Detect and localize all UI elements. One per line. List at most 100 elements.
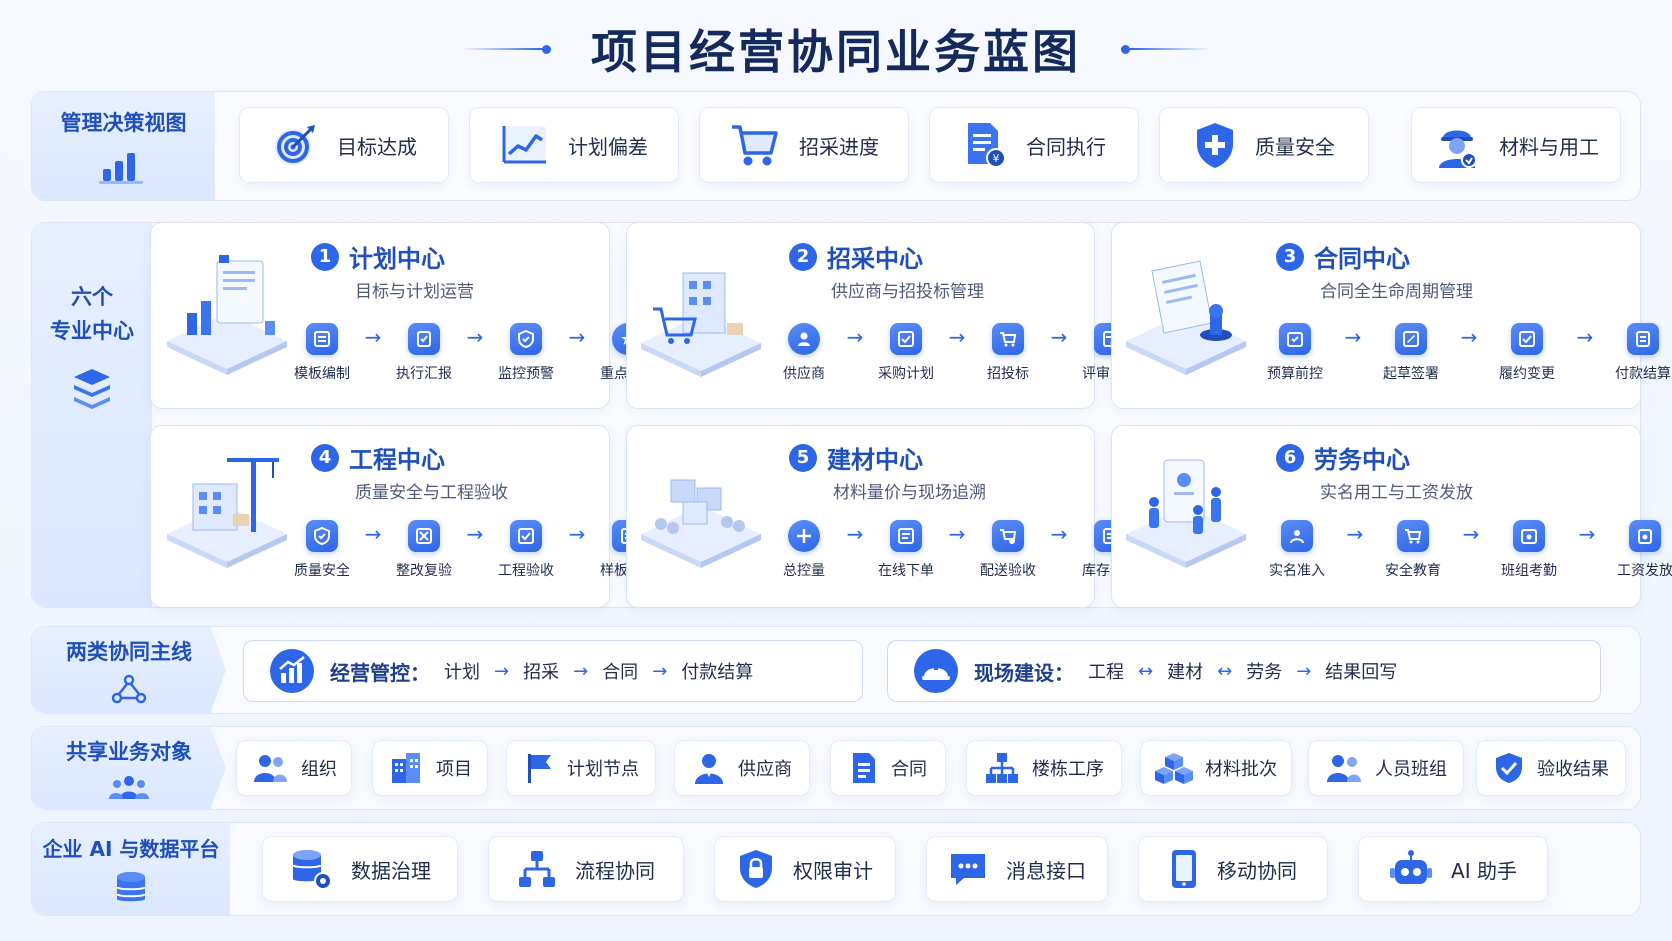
target-icon (271, 121, 319, 169)
shared-item-plan-node[interactable]: 计划节点 (506, 740, 656, 796)
shared-item-project[interactable]: 项目 (372, 740, 488, 796)
mainline-business[interactable]: 经营管控： 计划 → 招采 → 合同 → 付款结算 (243, 640, 863, 702)
platform-item-message-api[interactable]: 消息接口 (926, 836, 1108, 902)
flow-step[interactable]: 总控量 (767, 520, 841, 580)
flow-arrow: → (1578, 522, 1596, 546)
building-icon (388, 751, 424, 785)
flow-step-label: 起草签署 (1383, 366, 1439, 382)
center-card-engineering[interactable]: 4 工程中心 质量安全与工程验收 质量安全 → 整改复验 → 工程验收 → 样板… (150, 425, 656, 608)
robot-icon (1389, 849, 1433, 889)
contract-illustration (1116, 251, 1256, 385)
centers-label-line2: 专业中心 (50, 319, 134, 343)
procurement-card-head: 2 招采中心 (789, 239, 923, 274)
shared-item-supplier[interactable]: 供应商 (674, 740, 810, 796)
growth-chart-icon (268, 647, 316, 695)
shared-item-org[interactable]: 组织 (236, 740, 352, 796)
platform-item-workflow[interactable]: 流程协同 (488, 836, 684, 902)
bar-chart-icon (97, 145, 151, 185)
flow-step-label: 班组考勤 (1501, 563, 1557, 579)
mgmt-tile-material-labor[interactable]: 材料与用工 (1411, 107, 1621, 183)
flow-arrow: → (364, 325, 382, 349)
flow-step-label: 执行汇报 (396, 366, 452, 382)
platform-item-mobile[interactable]: 移动协同 (1138, 836, 1328, 902)
mgmt-row-label: 管理决策视图 (32, 92, 215, 200)
lock-shield-icon (737, 848, 775, 890)
flow-arrow: → (364, 522, 382, 546)
hierarchy-icon (984, 751, 1020, 785)
flag-icon (523, 751, 555, 785)
mgmt-tile-plan-deviation[interactable]: 计划偏差 (469, 107, 679, 183)
flow-arrow: → (466, 325, 484, 349)
center-card-procurement[interactable]: 2 招采中心 供应商与招投标管理 供应商 → 采购计划 → 招投标 → 评审定标 (626, 222, 1138, 409)
shared-item-building-process[interactable]: 楼栋工序 (966, 740, 1122, 796)
mainline-arrow: → (573, 660, 589, 682)
flow-step[interactable]: 整改复验 (387, 520, 461, 580)
mgmt-row: 管理决策视图 目标达成 计划偏差 招采进度 ¥ 合同执行 质量安全 材料与用工 (31, 91, 1641, 201)
center-title: 计划中心 (349, 245, 445, 273)
shared-item-acceptance[interactable]: 验收结果 (1476, 740, 1626, 796)
flow-step-label: 总控量 (783, 563, 825, 579)
mainline-node: 付款结算 (681, 662, 754, 683)
flow-step[interactable]: 安全教育 (1372, 520, 1454, 580)
mgmt-tile-label: 计划偏差 (568, 134, 648, 159)
shared-row-label: 共享业务对象 (32, 727, 226, 809)
platform-item-label: AI 助手 (1451, 858, 1517, 883)
center-subtitle: 供应商与招投标管理 (831, 282, 984, 302)
flow-step-label: 实名准入 (1269, 563, 1325, 579)
flow-step[interactable]: 付款结算 (1602, 323, 1672, 383)
flow-step[interactable]: 实名准入 (1256, 520, 1338, 580)
flow-step[interactable]: 履约变更 (1486, 323, 1568, 383)
flow-arrow: → (1460, 325, 1478, 349)
flow-step[interactable]: 工资发放 (1604, 520, 1672, 580)
wage-icon (1629, 520, 1661, 552)
procurement-flow: 供应商 → 采购计划 → 招投标 → 评审定标 (767, 323, 1147, 383)
flow-step[interactable]: 起草签署 (1370, 323, 1452, 383)
shared-item-contract[interactable]: 合同 (830, 740, 946, 796)
flow-step[interactable]: 采购计划 (869, 323, 943, 383)
shared-item-material-batch[interactable]: 材料批次 (1140, 740, 1292, 796)
flow-step[interactable]: 质量安全 (285, 520, 359, 580)
flow-step[interactable]: 班组考勤 (1488, 520, 1570, 580)
flow-step[interactable]: 模板编制 (285, 323, 359, 383)
flow-arrow: → (1576, 325, 1594, 349)
flow-step-label: 工程验收 (498, 563, 554, 579)
platform-item-permission-audit[interactable]: 权限审计 (714, 836, 896, 902)
mgmt-tile-label: 目标达成 (337, 134, 417, 159)
flow-step-label: 采购计划 (878, 366, 934, 382)
mgmt-tile-procurement[interactable]: 招采进度 (699, 107, 909, 183)
center-number-badge: 2 (789, 242, 817, 271)
flow-step-label: 在线下单 (878, 563, 934, 579)
center-card-labor[interactable]: 6 劳务中心 实名用工与工资发放 实名准入 → 安全教育 → 班组考勤 → 工资… (1111, 425, 1672, 608)
shared-item-team[interactable]: 人员班组 (1308, 740, 1464, 796)
mainline-site[interactable]: 现场建设： 工程 ↔ 建材 ↔ 劳务 → 结果回写 (887, 640, 1601, 702)
cart-icon (992, 323, 1024, 355)
mainline-node: 招采 (523, 662, 560, 683)
flow-step-label: 付款结算 (1615, 366, 1671, 382)
mgmt-tile-target[interactable]: 目标达成 (239, 107, 449, 183)
edit-icon (1511, 323, 1543, 355)
payment-icon (1627, 323, 1659, 355)
shared-label-text: 共享业务对象 (66, 740, 192, 764)
flow-step[interactable]: 招投标 (971, 323, 1045, 383)
flow-step-label: 整改复验 (396, 563, 452, 579)
mgmt-tile-contract[interactable]: ¥ 合同执行 (929, 107, 1139, 183)
center-subtitle: 材料量价与现场追溯 (833, 483, 986, 503)
center-card-materials[interactable]: 5 建材中心 材料量价与现场追溯 总控量 → 在线下单 → 配送验收 → 库存追… (626, 425, 1138, 608)
flow-step[interactable]: 供应商 (767, 323, 841, 383)
mgmt-tile-quality[interactable]: 质量安全 (1159, 107, 1369, 183)
materials-flow: 总控量 → 在线下单 → 配送验收 → 库存追溯 (767, 520, 1147, 580)
flow-step[interactable]: 监控预警 (489, 323, 563, 383)
center-card-contract[interactable]: 3 合同中心 合同全生命周期管理 预算前控 → 起草签署 → 履约变更 → 付款… (1111, 222, 1671, 409)
mainline-node: 建材 (1167, 662, 1204, 683)
platform-item-ai-assistant[interactable]: AI 助手 (1358, 836, 1548, 902)
id-access-icon (1281, 520, 1313, 552)
center-subtitle: 实名用工与工资发放 (1320, 483, 1473, 503)
flow-step[interactable]: 在线下单 (869, 520, 943, 580)
flow-step[interactable]: 配送验收 (971, 520, 1045, 580)
flow-step[interactable]: 预算前控 (1254, 323, 1336, 383)
flow-step[interactable]: 工程验收 (489, 520, 563, 580)
center-card-plan[interactable]: 1 计划中心 目标与计划运营 模板编制 → 执行汇报 → 监控预警 → 重点督办 (150, 222, 656, 409)
platform-item-data-governance[interactable]: 数据治理 (262, 836, 458, 902)
flow-step[interactable]: 执行汇报 (387, 323, 461, 383)
center-number-badge: 5 (789, 443, 817, 472)
